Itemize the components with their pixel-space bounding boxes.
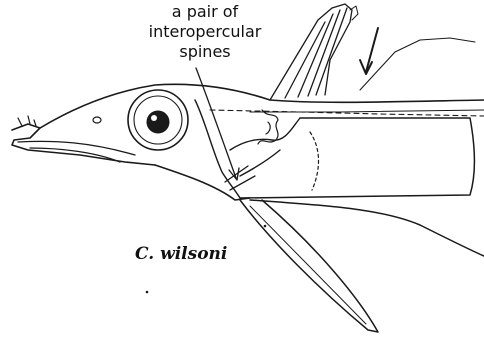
body-trunk — [240, 118, 475, 198]
annotation-label: a pair of interopercular spines — [120, 2, 290, 62]
body-dorsal-outline — [40, 84, 484, 128]
species-label: C. wilsoni — [135, 244, 227, 264]
annotation-line-2: interopercular — [120, 22, 290, 42]
upper-lateral-line — [250, 110, 484, 112]
nostril — [93, 117, 101, 123]
callout-leader — [196, 68, 236, 178]
body-ventral-outline — [250, 200, 484, 256]
eye — [128, 90, 188, 150]
dorsal-membrane — [360, 38, 475, 90]
operculum — [195, 100, 300, 198]
head-lower-outline — [155, 165, 250, 200]
arrow-marker — [360, 28, 378, 74]
pectoral-base — [310, 132, 319, 190]
jaw-line — [18, 141, 135, 162]
annotation-line-1: a pair of — [120, 2, 290, 22]
pelvic-fin-ray — [250, 206, 366, 324]
annotation-line-3: spines — [120, 42, 290, 62]
